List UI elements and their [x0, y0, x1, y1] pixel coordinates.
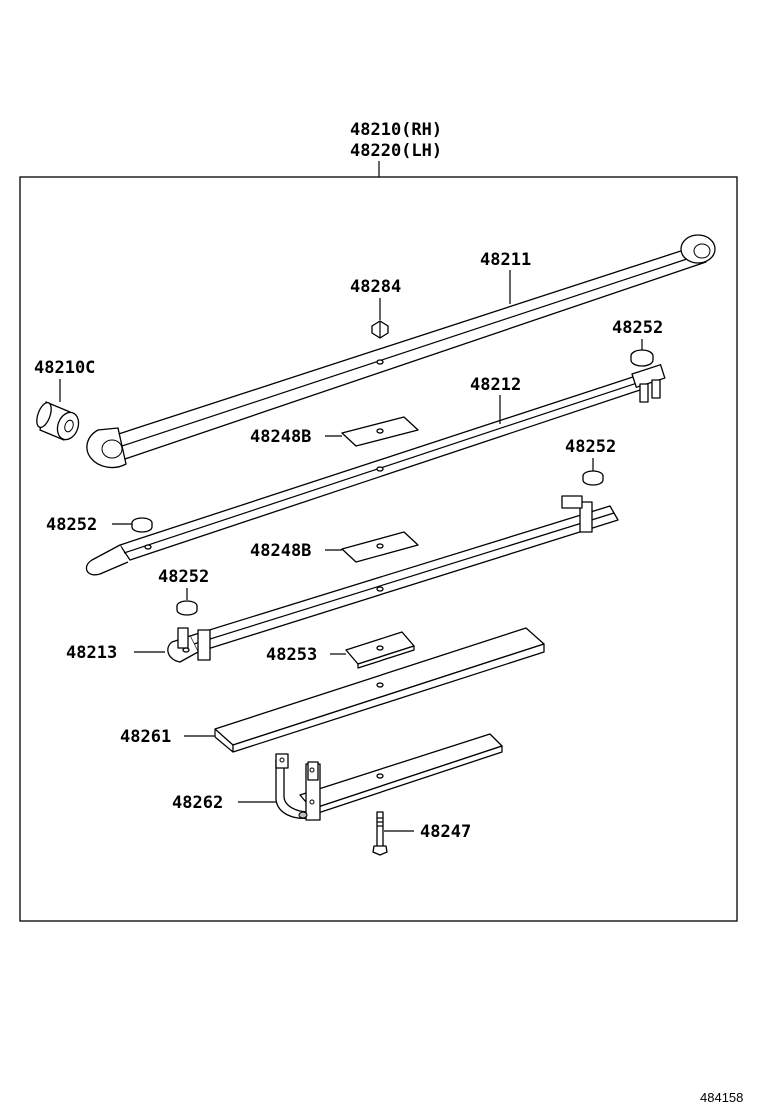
- diagram-id: 484158: [700, 1090, 743, 1105]
- label-leaf-third: 48213: [66, 643, 117, 663]
- label-liner-upper: 48248B: [250, 427, 311, 447]
- label-clip-lower-right: 48252: [565, 437, 616, 457]
- label-leaf-main: 48211: [480, 250, 531, 270]
- label-leaf-second: 48212: [470, 375, 521, 395]
- clip-icon: [131, 517, 153, 533]
- liner-upper-hole: [376, 428, 384, 434]
- leaf-spring-main: [86, 234, 716, 469]
- label-bolt: 48247: [420, 822, 471, 842]
- liner-lower-hole: [376, 543, 384, 549]
- assembly-label-rh: 48210(RH): [350, 120, 442, 140]
- bushing-icon: [36, 401, 80, 441]
- label-nut: 48284: [350, 277, 401, 297]
- label-bushing: 48210C: [34, 358, 95, 378]
- label-leaf-block: 48261: [120, 727, 171, 747]
- clip-icon: [582, 470, 604, 486]
- leaf-block: [214, 627, 545, 753]
- assembly-frame: [19, 176, 738, 922]
- assembly-label-lh: 48220(LH): [350, 141, 442, 161]
- clip-icon: [176, 600, 198, 616]
- label-liner-lower: 48248B: [250, 541, 311, 561]
- clip-icon: [630, 349, 654, 367]
- label-clip-upper-right: 48252: [612, 318, 663, 338]
- spacer-pad: [345, 631, 415, 669]
- label-clip-lower-left: 48252: [158, 567, 209, 587]
- leaf-spring-second: [85, 364, 666, 576]
- bolt-icon: [372, 811, 388, 856]
- label-clip-upper-left: 48252: [46, 515, 97, 535]
- label-pad: 48253: [266, 645, 317, 665]
- leaf-spring-third: [167, 495, 619, 663]
- leaf-spring-bottom: [275, 733, 503, 821]
- label-leaf-bottom: 48262: [172, 793, 223, 813]
- nut-icon: [371, 320, 389, 339]
